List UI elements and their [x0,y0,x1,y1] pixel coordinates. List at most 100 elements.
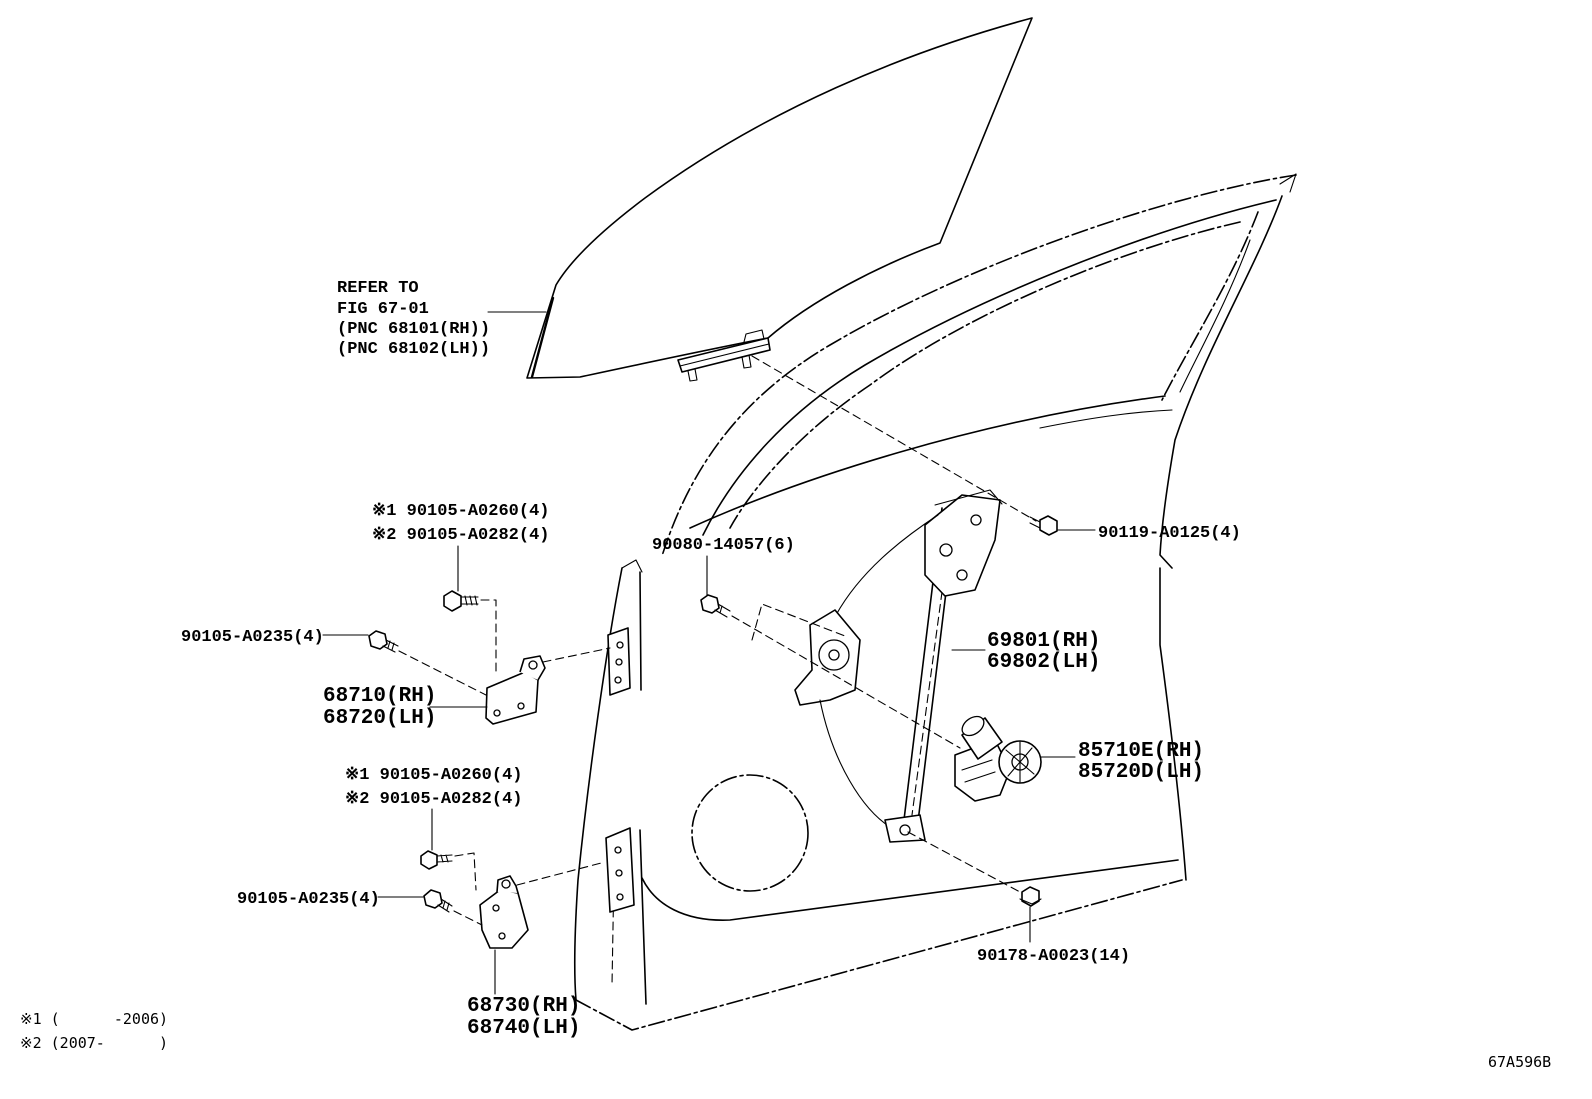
lower-hinge-bolt-note-1: ※1 90105-A0260(4) [345,766,522,785]
lower-hinge-assembly [377,808,606,995]
door-bottom-chain-line [575,879,1183,1031]
upper-hinge-top-bolt-thread [460,595,479,606]
lower-hinge-hole [492,904,500,912]
glass-reference-line-4: (PNC 68102(LH)) [337,340,490,359]
door-front-top-cap [621,559,643,573]
regulator-mount-dashed-box [751,603,846,641]
upper-hinge-bolt-note-1: ※1 90105-A0260(4) [372,502,549,521]
lower-hinge-part-lh: 68740(LH) [467,1017,580,1040]
regulator-lower-pulley [899,824,911,836]
upper-hinge-assembly [322,545,611,725]
motor-housing-ribs [961,759,996,783]
door-front-inner-lower [639,829,647,1005]
upper-hinge-part-lh: 68720(LH) [323,707,436,730]
lower-hinge-bolt-note-2: ※2 90105-A0282(4) [345,790,522,809]
lower-plate-hole [616,893,624,901]
door-glass [526,17,1033,382]
regulator-part-rh: 69801(RH) [987,630,1100,653]
footnote-1: ※1 ( -2006) [20,1010,168,1028]
glass-pane-outline [526,17,1033,379]
glass-reference-line-3: (PNC 68101(RH)) [337,320,490,339]
frame-inner-chain-line [729,221,1241,529]
rear-pillar-line [1159,195,1283,569]
labels: REFER TO FIG 67-01 (PNC 68101(RH)) (PNC … [20,279,1551,1071]
upper-hinge-to-door-dashed-line [542,647,611,663]
door-inner-panel-contour [641,859,1179,921]
glass-bolt-dashed-line [751,355,1037,522]
lower-hinge-side-bolt-label: 90105-A0235(4) [237,890,380,909]
regulator-bracket-hole [939,543,953,557]
regulator-part-lh: 69802(LH) [987,651,1100,674]
regulator-bolt-label: 90080-14057(6) [652,536,795,555]
belt-line-lower [1039,409,1173,429]
lower-hinge-top-bolt-thread [436,854,453,863]
upper-hinge-top-bolt-head-icon [443,590,462,612]
glass-bolt-thread [1029,516,1041,529]
upper-hinge-side-bolt-head-icon [368,630,388,650]
glass-channel-top-clip [743,329,765,343]
rear-pillar-chain-line [1161,211,1259,401]
lower-hinge-part-rh: 68730(RH) [467,995,580,1018]
frame-inner-line [702,199,1277,536]
lower-hinge-side-bolt-head-icon [423,889,443,909]
regulator-nut-dashed-line [907,831,1021,893]
lower-hinge-side-bolt-dashed-line [453,910,483,926]
upper-hinge-part-rh: 68710(RH) [323,685,436,708]
lower-hinge-side-bolt-thread [437,898,453,913]
upper-plate-hole [615,658,623,666]
glass-bolt-label: 90119-A0125(4) [1098,524,1241,543]
glass-edge-seal [530,296,555,379]
lower-hinge-hole [498,932,506,940]
regulator-bolt-head-icon [700,594,720,614]
motor-part-rh: 85710E(RH) [1078,740,1204,763]
footnote-2: ※2 (2007- ) [20,1034,168,1052]
motor-end-cap [961,715,985,737]
regulator-bolt-thread [714,603,731,618]
upper-hinge-hole [493,709,501,717]
door-body [573,559,1187,1031]
regulator-upper-bracket [924,494,1001,597]
regulator-upper-cable [835,514,939,616]
motor-gear-ribs [1005,741,1035,783]
motor-part-lh: 85720D(LH) [1078,761,1204,784]
regulator-bolt-dashed-line [731,615,961,749]
regulator-lower-cable [819,699,896,831]
upper-plate-hole [616,641,624,649]
glass-channel-inner-line [679,343,770,367]
lower-plate-hole [614,846,622,854]
upper-hinge-pin-hole [528,660,538,670]
upper-hinge-top-bolt-dashed-line [480,599,497,673]
regulator-bracket-hole [970,514,982,526]
regulator-nut-flange [1019,898,1042,905]
glass-channel-tab-right [741,354,752,369]
frame-outer-chain-line [661,174,1297,557]
upper-plate-hole [614,676,622,684]
door-rear-edge [1159,567,1187,881]
regulator-nut-label: 90178-A0023(14) [977,947,1130,966]
glass-reference-line-1: REFER TO [337,279,419,298]
lower-hinge-bracket [479,889,529,949]
regulator-top-clip [934,489,1003,506]
upper-hinge-side-bolt-label: 90105-A0235(4) [181,628,324,647]
lower-hinge-pin-hole [501,879,511,889]
glass-bolt-head-icon [1039,515,1058,536]
upper-hinge-bolt-note-2: ※2 90105-A0282(4) [372,526,549,545]
lower-hinge-top-bolt-dashed-line [454,852,477,891]
frame-top-corner [1279,173,1297,193]
speaker-opening [691,774,809,892]
belt-line-upper [689,395,1166,529]
window-motor [954,715,1042,802]
upper-hinge-hole [517,702,525,710]
upper-hinge-side-bolt-thread [382,639,399,653]
regulator-drum-hole [828,649,840,661]
lower-hinge-to-door-dashed-line [516,861,606,886]
door-front-inner-upper [639,571,642,691]
glass-reference-line-2: FIG 67-01 [337,300,429,319]
regulator-fasteners [700,515,1096,943]
rear-pillar-inner-line [1179,239,1251,393]
glass-channel-tab-left [687,368,698,382]
lower-hinge-top-bolt-head-icon [420,850,438,870]
lower-plate-hole [615,869,623,877]
window-regulator [794,489,1003,843]
